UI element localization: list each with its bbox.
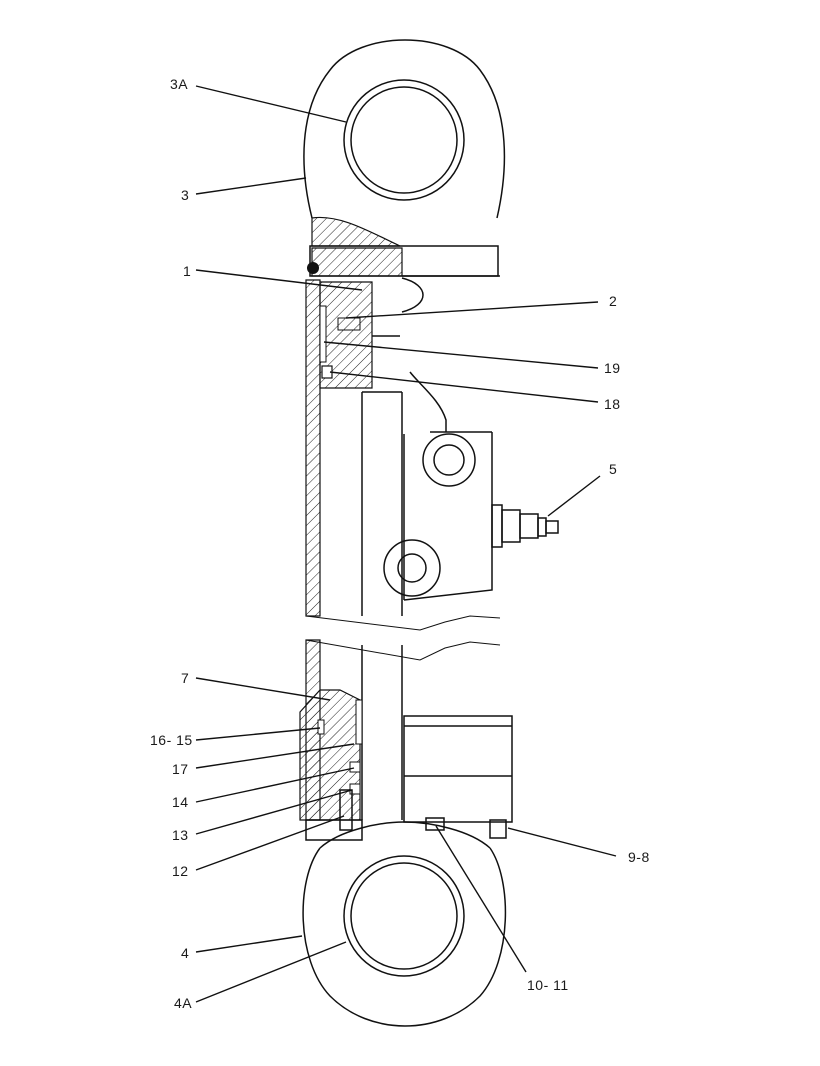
break-lines [305, 615, 501, 661]
ring-19 [319, 305, 327, 363]
callout-9-8: 9-8 [628, 849, 650, 865]
fitting-5 [491, 504, 559, 548]
callout-labels: 3A 3 1 2 19 18 5 7 16- 15 17 14 13 12 9-… [150, 76, 650, 1011]
seal-17 [355, 699, 363, 745]
callout-16-15: 16- 15 [150, 732, 193, 748]
seal-14 [349, 761, 361, 773]
gland-assembly [299, 689, 363, 841]
oring-16-15 [317, 719, 325, 735]
callout-12: 12 [172, 863, 189, 879]
callout-14: 14 [172, 794, 189, 810]
callout-4: 4 [181, 945, 189, 961]
callout-19: 19 [604, 360, 621, 376]
leader-lines [195, 85, 617, 1003]
weld-bead [307, 262, 319, 274]
callout-18: 18 [604, 396, 621, 412]
seal-13 [349, 783, 361, 795]
piston-rod [361, 391, 403, 820]
callout-13: 13 [172, 827, 189, 843]
callout-5: 5 [609, 461, 617, 477]
piston-assembly [319, 277, 424, 389]
top-rod-eye [303, 39, 506, 247]
lower-valve-block [403, 715, 513, 839]
callout-3A: 3A [170, 76, 188, 92]
bottom-rod-eye [302, 821, 507, 1027]
cylinder-head [307, 245, 500, 277]
callout-2: 2 [609, 293, 617, 309]
callout-7: 7 [181, 670, 189, 686]
callout-1: 1 [183, 263, 191, 279]
callout-17: 17 [172, 761, 189, 777]
top-eye-bore [343, 79, 465, 201]
bottom-eye-bore [343, 855, 465, 977]
callout-4A: 4A [174, 995, 192, 1011]
valve-body [383, 371, 493, 601]
callout-10-11: 10- 11 [527, 977, 569, 993]
callout-3: 3 [181, 187, 189, 203]
